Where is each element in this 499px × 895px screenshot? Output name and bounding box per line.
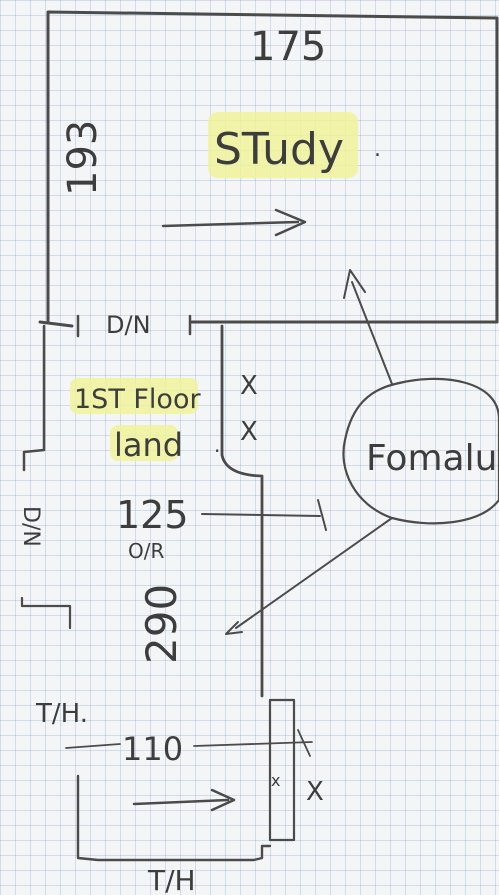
study-highlight <box>208 112 358 178</box>
callout-arrow-up <box>343 269 393 385</box>
callout-arrow-down <box>225 517 393 635</box>
wall-mark-1: X <box>240 371 258 401</box>
stair-mark: X <box>306 777 324 807</box>
landing-highlight-1 <box>70 378 198 414</box>
room-label: STudy <box>214 124 344 175</box>
width-dimension: 125 <box>116 493 189 537</box>
room-dot: . <box>374 137 381 162</box>
stair-dimension: 110 <box>122 730 183 768</box>
stair-rectangle <box>268 698 296 842</box>
wall-mark-2: X <box>240 417 258 447</box>
callout-bubble <box>342 377 499 525</box>
landing-dot: . <box>214 433 220 457</box>
stair-dimension-line <box>65 729 313 757</box>
or-note: O/R <box>128 539 164 563</box>
left-door-label: D/N <box>18 506 43 547</box>
left-door-bracket <box>20 596 72 630</box>
stair-inner-mark: x <box>271 771 280 790</box>
study-direction-arrow <box>161 208 307 237</box>
landing-left-wall <box>22 324 46 472</box>
callout-label: Fomalux <box>366 438 499 479</box>
stair-left-wall <box>76 774 272 862</box>
th-top-label: T/H. <box>35 699 88 729</box>
width-dimension-line <box>201 499 327 531</box>
door-label: D/N <box>106 311 151 339</box>
left-dimension: 193 <box>60 120 106 196</box>
landing-highlight-2 <box>110 425 178 461</box>
length-dimension: 290 <box>137 584 186 664</box>
landing-label-line1: 1ST Floor <box>74 384 201 415</box>
top-dimension: 175 <box>250 24 326 70</box>
landing-right-wall <box>220 324 264 698</box>
study-room-outline <box>38 10 499 328</box>
th-bottom-label: T/H <box>147 864 196 895</box>
stair-direction-arrow <box>132 788 236 812</box>
landing-label-line2: land <box>114 426 183 464</box>
